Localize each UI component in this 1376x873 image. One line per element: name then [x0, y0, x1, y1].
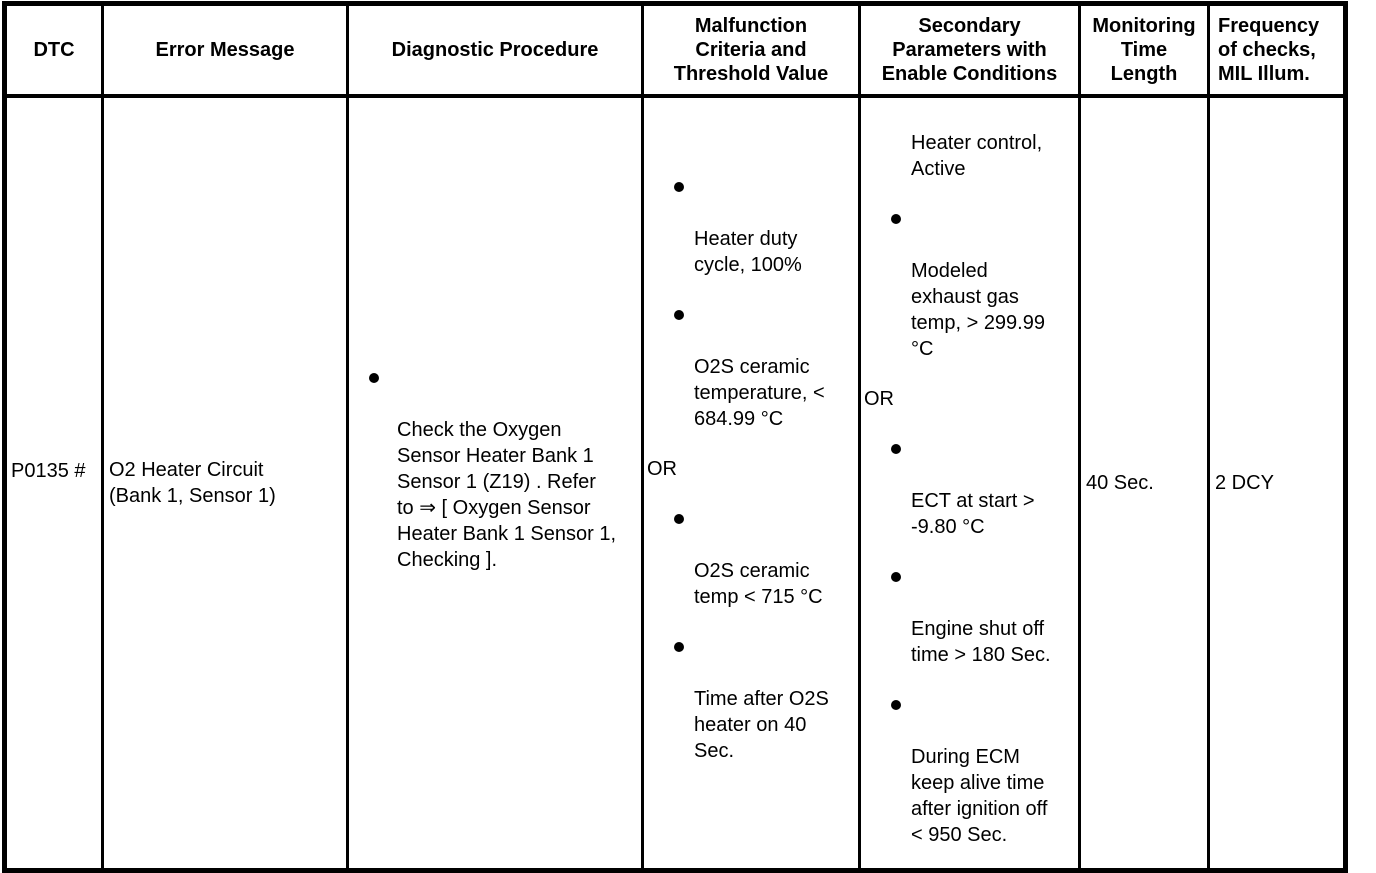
- bullet-icon: [891, 700, 901, 710]
- secondary-group-1: Heater control, Active Modeled exhaust g…: [863, 99, 1077, 362]
- bullet-item-text: Engine shut off time > 180 Sec.: [911, 618, 1051, 666]
- bullet-item-text: During ECM keep alive time after ignitio…: [911, 746, 1048, 846]
- frequency-value: 2 DCY: [1215, 472, 1274, 494]
- bullet-icon: [891, 572, 901, 582]
- bullet-item: Time after O2S heater on 40 Sec.: [646, 634, 857, 764]
- col-header-diagnostic-procedure: Diagnostic Procedure: [346, 2, 644, 98]
- or-separator: OR: [647, 458, 677, 480]
- bullet-item: Heater control, Active: [863, 99, 1077, 182]
- bullet-icon: [674, 182, 684, 192]
- bullet-item-text: Time after O2S heater on 40 Sec.: [694, 688, 829, 762]
- bullet-item: Engine shut off time > 180 Sec.: [863, 564, 1077, 668]
- bullet-icon: [891, 444, 901, 454]
- bullet-icon: [674, 514, 684, 524]
- dtc-code: P0135 #: [11, 460, 86, 482]
- cell-diagnostic-procedure: Check the Oxygen Sensor Heater Bank 1 Se…: [346, 94, 644, 872]
- or-separator: OR: [864, 388, 894, 410]
- cell-monitoring-time-length: 40 Sec.: [1078, 94, 1210, 872]
- bullet-item-text: ECT at start > -9.80 °C: [911, 490, 1035, 538]
- col-header-monitoring-time-length: Monitoring Time Length: [1078, 2, 1210, 98]
- bullet-icon: [674, 310, 684, 320]
- bullet-item: During ECM keep alive time after ignitio…: [863, 692, 1077, 848]
- bullet-icon: [891, 214, 901, 224]
- bullet-item: Modeled exhaust gas temp, > 299.99 °C: [863, 206, 1077, 362]
- secondary-group-2: ECT at start > -9.80 °C Engine shut off …: [863, 436, 1077, 848]
- cell-secondary-parameters: Heater control, Active Modeled exhaust g…: [858, 94, 1081, 872]
- dtc-table: DTC Error Message Diagnostic Procedure M…: [2, 1, 1348, 873]
- table-header: DTC Error Message Diagnostic Procedure M…: [3, 2, 1347, 98]
- table-header-row: DTC Error Message Diagnostic Procedure M…: [3, 2, 1347, 98]
- bullet-item: Heater duty cycle, 100%: [646, 174, 857, 278]
- bullet-item: O2S ceramic temp < 715 °C: [646, 506, 857, 610]
- table-body: P0135 # O2 Heater Circuit (Bank 1, Senso…: [3, 94, 1347, 872]
- table-row: P0135 # O2 Heater Circuit (Bank 1, Senso…: [3, 94, 1347, 872]
- bullet-item-text: Check the Oxygen Sensor Heater Bank 1 Se…: [397, 419, 617, 571]
- malfunction-group-1: Heater duty cycle, 100% O2S ceramic temp…: [646, 174, 857, 432]
- malfunction-group-2: O2S ceramic temp < 715 °C Time after O2S…: [646, 506, 857, 764]
- cell-frequency-of-checks: 2 DCY: [1207, 94, 1347, 872]
- col-header-dtc: DTC: [3, 2, 104, 98]
- error-message-text: O2 Heater Circuit (Bank 1, Sensor 1): [109, 459, 276, 507]
- bullet-item-text: Heater duty cycle, 100%: [694, 228, 802, 276]
- bullet-item: Check the Oxygen Sensor Heater Bank 1 Se…: [351, 365, 640, 573]
- bullet-item: ECT at start > -9.80 °C: [863, 436, 1077, 540]
- bullet-icon: [674, 642, 684, 652]
- bullet-item-text: Modeled exhaust gas temp, > 299.99 °C: [911, 260, 1045, 360]
- col-header-error-message: Error Message: [101, 2, 349, 98]
- col-header-secondary-parameters: Secondary Parameters with Enable Conditi…: [858, 2, 1081, 98]
- bullet-item-text: Heater control, Active: [911, 132, 1043, 180]
- col-header-frequency-of-checks: Frequency of checks, MIL Illum.: [1207, 2, 1347, 98]
- cell-dtc: P0135 #: [3, 94, 104, 872]
- bullet-item-text: O2S ceramic temperature, < 684.99 °C: [694, 356, 825, 430]
- col-header-malfunction-criteria: Malfunction Criteria and Threshold Value: [641, 2, 861, 98]
- bullet-item-text: O2S ceramic temp < 715 °C: [694, 560, 823, 608]
- cell-error-message: O2 Heater Circuit (Bank 1, Sensor 1): [101, 94, 349, 872]
- monitoring-time-value: 40 Sec.: [1086, 472, 1154, 494]
- bullet-item: O2S ceramic temperature, < 684.99 °C: [646, 302, 857, 432]
- cell-malfunction-criteria: Heater duty cycle, 100% O2S ceramic temp…: [641, 94, 861, 872]
- bullet-icon: [369, 373, 379, 383]
